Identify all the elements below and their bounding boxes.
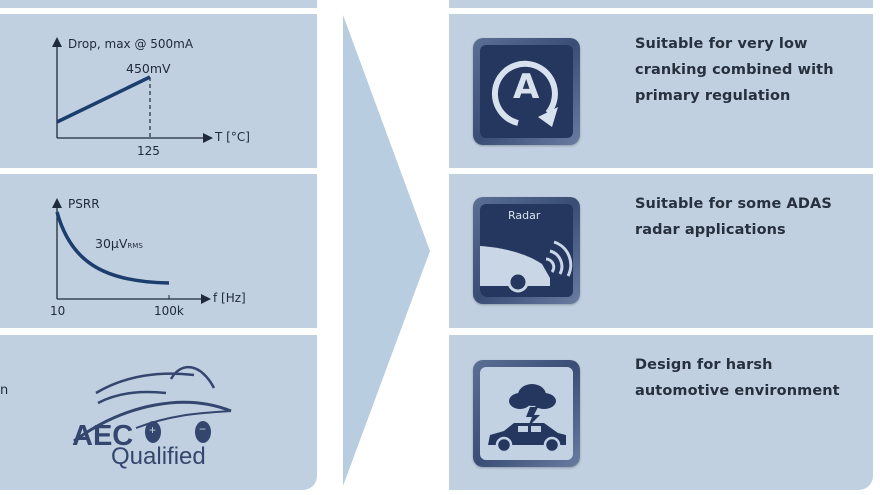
radar-icon-background: Radar <box>480 204 573 297</box>
icon-letter-a: A <box>513 67 540 107</box>
storm-car-icon <box>473 360 580 467</box>
feature-cranking-text: Suitable for very low cranking combined … <box>635 31 865 109</box>
aec-plus-symbol: + <box>149 423 157 437</box>
storm-icon-background <box>480 367 573 460</box>
auto-restart-icon-background: A <box>480 45 573 138</box>
radar-car-graphic <box>480 240 573 297</box>
psrr-x-tick-start: 10 <box>50 304 66 318</box>
dropout-chart-title: Drop, max @ 500mA <box>68 37 194 51</box>
left-top-partial-panel <box>0 0 317 8</box>
dropout-x-axis-label: T [°C] <box>215 130 250 144</box>
feature-line: Suitable for some ADAS <box>635 196 832 212</box>
psrr-chart-title: PSRR <box>68 197 100 211</box>
psrr-x-axis-label: f [Hz] <box>213 291 246 305</box>
feature-line: cranking combined with <box>635 62 834 78</box>
psrr-annotation: 30µVRMS <box>95 236 143 251</box>
psrr-annotation-sub: RMS <box>127 242 143 250</box>
circular-arrow-icon <box>491 60 558 127</box>
psrr-annotation-main: 30µV <box>95 236 128 251</box>
aec-car-outline-icon <box>73 365 232 443</box>
radar-car-icon: Radar <box>473 197 580 304</box>
feature-line: automotive environment <box>635 383 840 399</box>
feature-harsh-environment-text: Design for harsh automotive environment <box>635 352 865 404</box>
dropout-chart-panel: Drop, max @ 500mA 450mV T [°C] 125 <box>0 14 317 168</box>
radar-icon-label: Radar <box>508 209 541 222</box>
aec-qualified-panel: n + − AEC Qualified <box>0 335 317 490</box>
right-top-partial-panel <box>449 0 873 8</box>
flow-arrow-shape <box>343 15 430 486</box>
dropout-annotation: 450mV <box>126 61 171 76</box>
dropout-chart <box>52 37 213 143</box>
aec-minus-symbol: − <box>199 422 207 436</box>
feature-line: primary regulation <box>635 88 791 104</box>
partial-text: n <box>0 383 9 398</box>
psrr-chart <box>52 198 211 304</box>
dropout-x-tick: 125 <box>137 144 160 158</box>
storm-car-graphic <box>488 384 566 454</box>
feature-line: radar applications <box>635 222 786 238</box>
feature-line: Design for harsh <box>635 357 773 373</box>
psrr-chart-panel: PSRR 30µVRMS f [Hz] 10 100k <box>0 174 317 328</box>
feature-line: Suitable for very low <box>635 36 808 52</box>
psrr-x-tick-end: 100k <box>154 304 184 318</box>
auto-restart-a-icon: A <box>473 38 580 145</box>
feature-radar-text: Suitable for some ADAS radar application… <box>635 191 865 243</box>
aec-logo-text: AEC <box>72 420 134 452</box>
qualified-logo-text: Qualified <box>111 443 206 470</box>
